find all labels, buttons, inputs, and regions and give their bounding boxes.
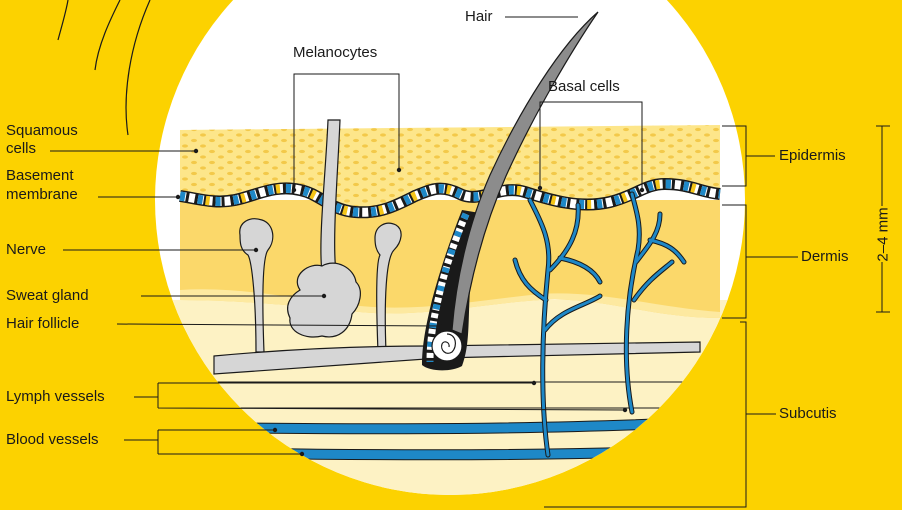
blood-vessels-label: Blood vessels <box>6 431 99 448</box>
hair-follicle-bulb <box>432 331 462 361</box>
epidermis-label: Epidermis <box>779 147 846 164</box>
basement-membrane-label-line2: membrane <box>6 186 78 203</box>
nerve-label: Nerve <box>6 241 46 258</box>
squamous-cells-label-line1: Squamous <box>6 122 78 139</box>
hair-follicle-label: Hair follicle <box>6 315 79 332</box>
squamous-cells-label-line2: cells <box>6 140 36 157</box>
dermis-label: Dermis <box>801 248 849 265</box>
subcutis-label: Subcutis <box>779 405 837 422</box>
decorative-hair-strokes <box>58 0 150 135</box>
hair-label: Hair <box>465 8 493 25</box>
sweat-gland-label: Sweat gland <box>6 287 89 304</box>
lymph-vessels-label: Lymph vessels <box>6 388 105 405</box>
thickness-label: 2–4 mm <box>875 207 892 261</box>
basal-cells-label: Basal cells <box>548 78 620 95</box>
basement-membrane-label-line1: Basement <box>6 167 74 184</box>
melanocytes-label: Melanocytes <box>293 44 377 61</box>
